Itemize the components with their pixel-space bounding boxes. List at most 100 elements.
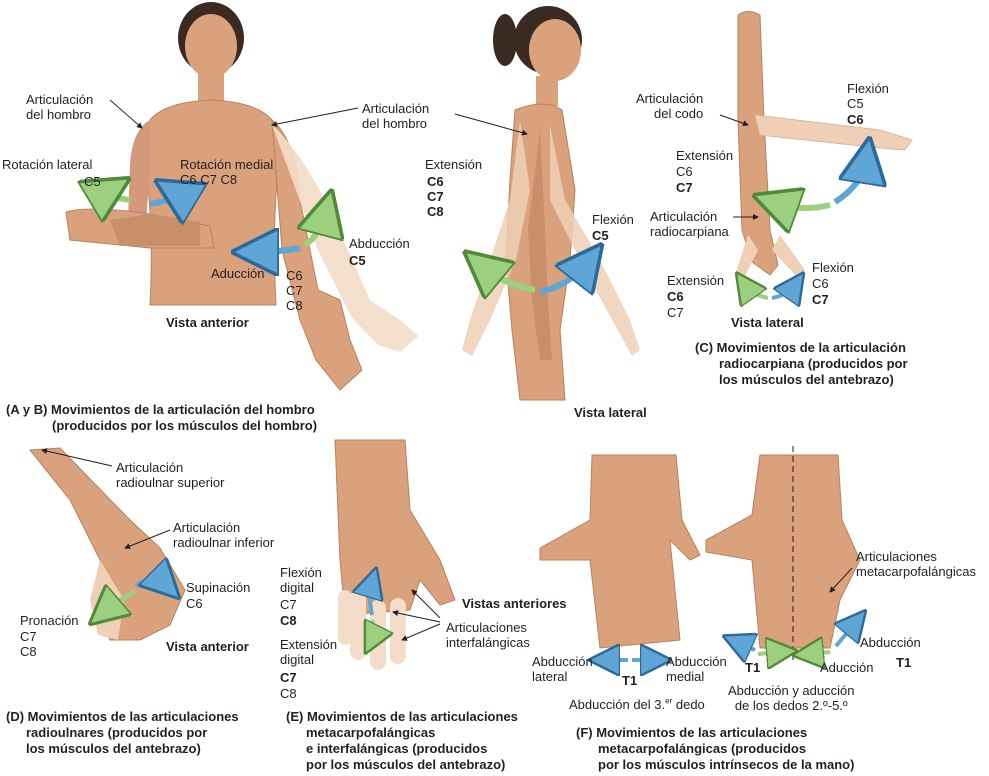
flexion-top-label: Flexión — [847, 81, 889, 96]
supination-segment: C6 — [186, 596, 203, 611]
wrist-joint-label: Articulación radiocarpiana — [650, 209, 729, 239]
wrist-flexion-segment-2: C7 — [812, 292, 829, 307]
label-line: Articulación — [26, 92, 94, 107]
label-line: Articulación — [362, 101, 430, 116]
lateral-view-title: Vista lateral — [574, 405, 647, 420]
caption-e-line1: (E) Movimientos de las articulaciones — [286, 709, 518, 724]
caption-c-line3: los músculos del antebrazo) — [719, 372, 894, 387]
elbow-extension-segment-1: C6 — [676, 164, 693, 179]
abduction-label: Abducción — [349, 236, 410, 251]
caption-f-line3: por los músculos intrínsecos de la mano) — [598, 757, 855, 772]
caption-d-line2: radioulnares (producidos por — [26, 725, 208, 740]
extension-label: Extensión — [425, 157, 483, 172]
label-line: del codo — [654, 106, 704, 121]
t1-segment-left: T1 — [622, 673, 638, 688]
superior-radioulnar-label: Articulación radioulnar superior — [116, 460, 224, 490]
t1-segment-mid: T1 — [745, 660, 761, 675]
segment: C6 — [427, 174, 444, 189]
lateral-view-c-title: Vista lateral — [731, 315, 804, 330]
lateral-rotation-label: Rotación lateral — [2, 157, 93, 172]
caption-f-line1: (F) Movimientos de las articulaciones — [576, 725, 808, 740]
supination-label: Supinación — [186, 580, 251, 595]
digital-flexion-segment-1: C7 — [280, 597, 297, 612]
abduction-segment: C5 — [349, 253, 366, 268]
third-finger-abduction-label: Abducción del 3.er dedo — [569, 697, 705, 712]
flexion-top-segment-1: C5 — [847, 96, 864, 111]
lateral-abduction-label: Abducción lateral — [532, 654, 593, 684]
segment: C8 — [286, 298, 303, 313]
interphalangeal-joints-label: Articulaciones interfalángicas — [446, 620, 530, 650]
segment: C6 — [286, 268, 303, 283]
label-line: Articulaciones — [856, 549, 937, 564]
caption-c-line1: (C) Movimientos de la articulación — [695, 340, 906, 355]
abduction-f-label: Abducción — [860, 635, 921, 650]
elbow-joint-label: Articulación del codo — [636, 91, 703, 121]
label-part: Abducción del 3. — [569, 697, 666, 712]
digits-abduction-adduction-label: Abducción y aducción de los dedos 2.º-5.… — [728, 683, 854, 713]
label-line: Abducción — [666, 654, 727, 669]
pronation-label: Pronación — [20, 613, 79, 628]
caption-f-line2: metacarpofalángicas (producidos — [598, 741, 807, 756]
lateral-rotation-segment: C5 — [84, 174, 101, 189]
anterior-view-d-title: Vista anterior — [166, 639, 249, 654]
label-line: de los dedos 2.º-5.º — [734, 698, 848, 713]
label-line: Articulaciones — [446, 620, 527, 635]
caption-ab-line1: (A y B) Movimientos de la articulación d… — [6, 402, 315, 417]
label-line: interfalángicas — [446, 635, 530, 650]
digital-extension-segment-1: C7 — [280, 670, 297, 685]
wrist-extension-segment-2: C7 — [667, 305, 684, 320]
adduction-f-label: Aducción — [820, 660, 874, 675]
label-part: dedo — [672, 697, 705, 712]
wrist-flexion-label: Flexión — [812, 260, 854, 275]
wrist-extension-segment-1: C6 — [667, 289, 684, 304]
label-line: metacarpofalángicas — [856, 564, 976, 579]
medial-abduction-label: Abducción medial — [666, 654, 727, 684]
elbow-extension-segment-2: C7 — [676, 180, 693, 195]
digital-flexion-segment-2: C8 — [280, 613, 297, 628]
segment: C7 — [20, 629, 37, 644]
ordinal-superscript: er — [665, 696, 673, 706]
label-line: del hombro — [362, 116, 428, 131]
pronation-segments: C7 C8 — [20, 629, 37, 659]
label-line: Articulación — [173, 520, 241, 535]
extension-segments: C6 C7 C8 — [427, 174, 444, 219]
adduction-segments: C6 C7 C8 — [286, 268, 303, 313]
flexion-top-segment-2: C6 — [847, 112, 864, 127]
segment: C8 — [427, 204, 444, 219]
caption-ab-line2: (producidos por los músculos del hombro) — [52, 418, 318, 433]
caption-e-line2: metacarpofalángicas — [306, 725, 436, 740]
label-line: medial — [666, 669, 705, 684]
label-line: del hombro — [26, 107, 92, 122]
leader-lines — [41, 99, 853, 641]
label-line: Extensión — [280, 637, 338, 652]
digital-hand-figure — [334, 439, 456, 670]
label-line: digital — [280, 652, 314, 667]
segment: C8 — [20, 644, 37, 659]
anterior-view-title: Vista anterior — [166, 315, 249, 330]
caption-d-line1: (D) Movimientos de las articulaciones — [6, 709, 239, 724]
digital-flexion-label: Flexión digital — [280, 565, 322, 595]
motion-arrows — [104, 160, 866, 660]
caption-c-line2: radiocarpiana (producidos por — [719, 356, 908, 371]
caption-e-line4: por los músculos del antebrazo) — [306, 757, 506, 772]
label-line: radioulnar inferior — [173, 535, 275, 550]
elbow-extension-label: Extensión — [676, 148, 734, 163]
wrist-flexion-segment-1: C6 — [812, 276, 829, 291]
mcp-joints-label: Articulaciones metacarpofalángicas — [856, 549, 976, 579]
segment: C7 — [427, 189, 444, 204]
inferior-radioulnar-label: Articulación radioulnar inferior — [173, 520, 274, 550]
shoulder-joint-label-left: Articulación del hombro — [26, 92, 93, 122]
label-line: radiocarpiana — [650, 224, 729, 239]
adduction-label: Aducción — [211, 266, 265, 281]
medial-rotation-segments: C6 C7 C8 — [180, 172, 238, 187]
medial-rotation-label: Rotación medial — [180, 157, 274, 172]
shoulder-joint-label-right: Articulación del hombro — [362, 101, 429, 131]
segment: C7 — [286, 283, 303, 298]
label-line: Articulación — [650, 209, 718, 224]
flexion-segment: C5 — [592, 228, 609, 243]
label-line: Flexión — [280, 565, 322, 580]
abduction-f-segment: T1 — [896, 655, 912, 670]
lateral-figure — [462, 6, 640, 401]
digital-extension-label: Extensión digital — [280, 637, 337, 667]
